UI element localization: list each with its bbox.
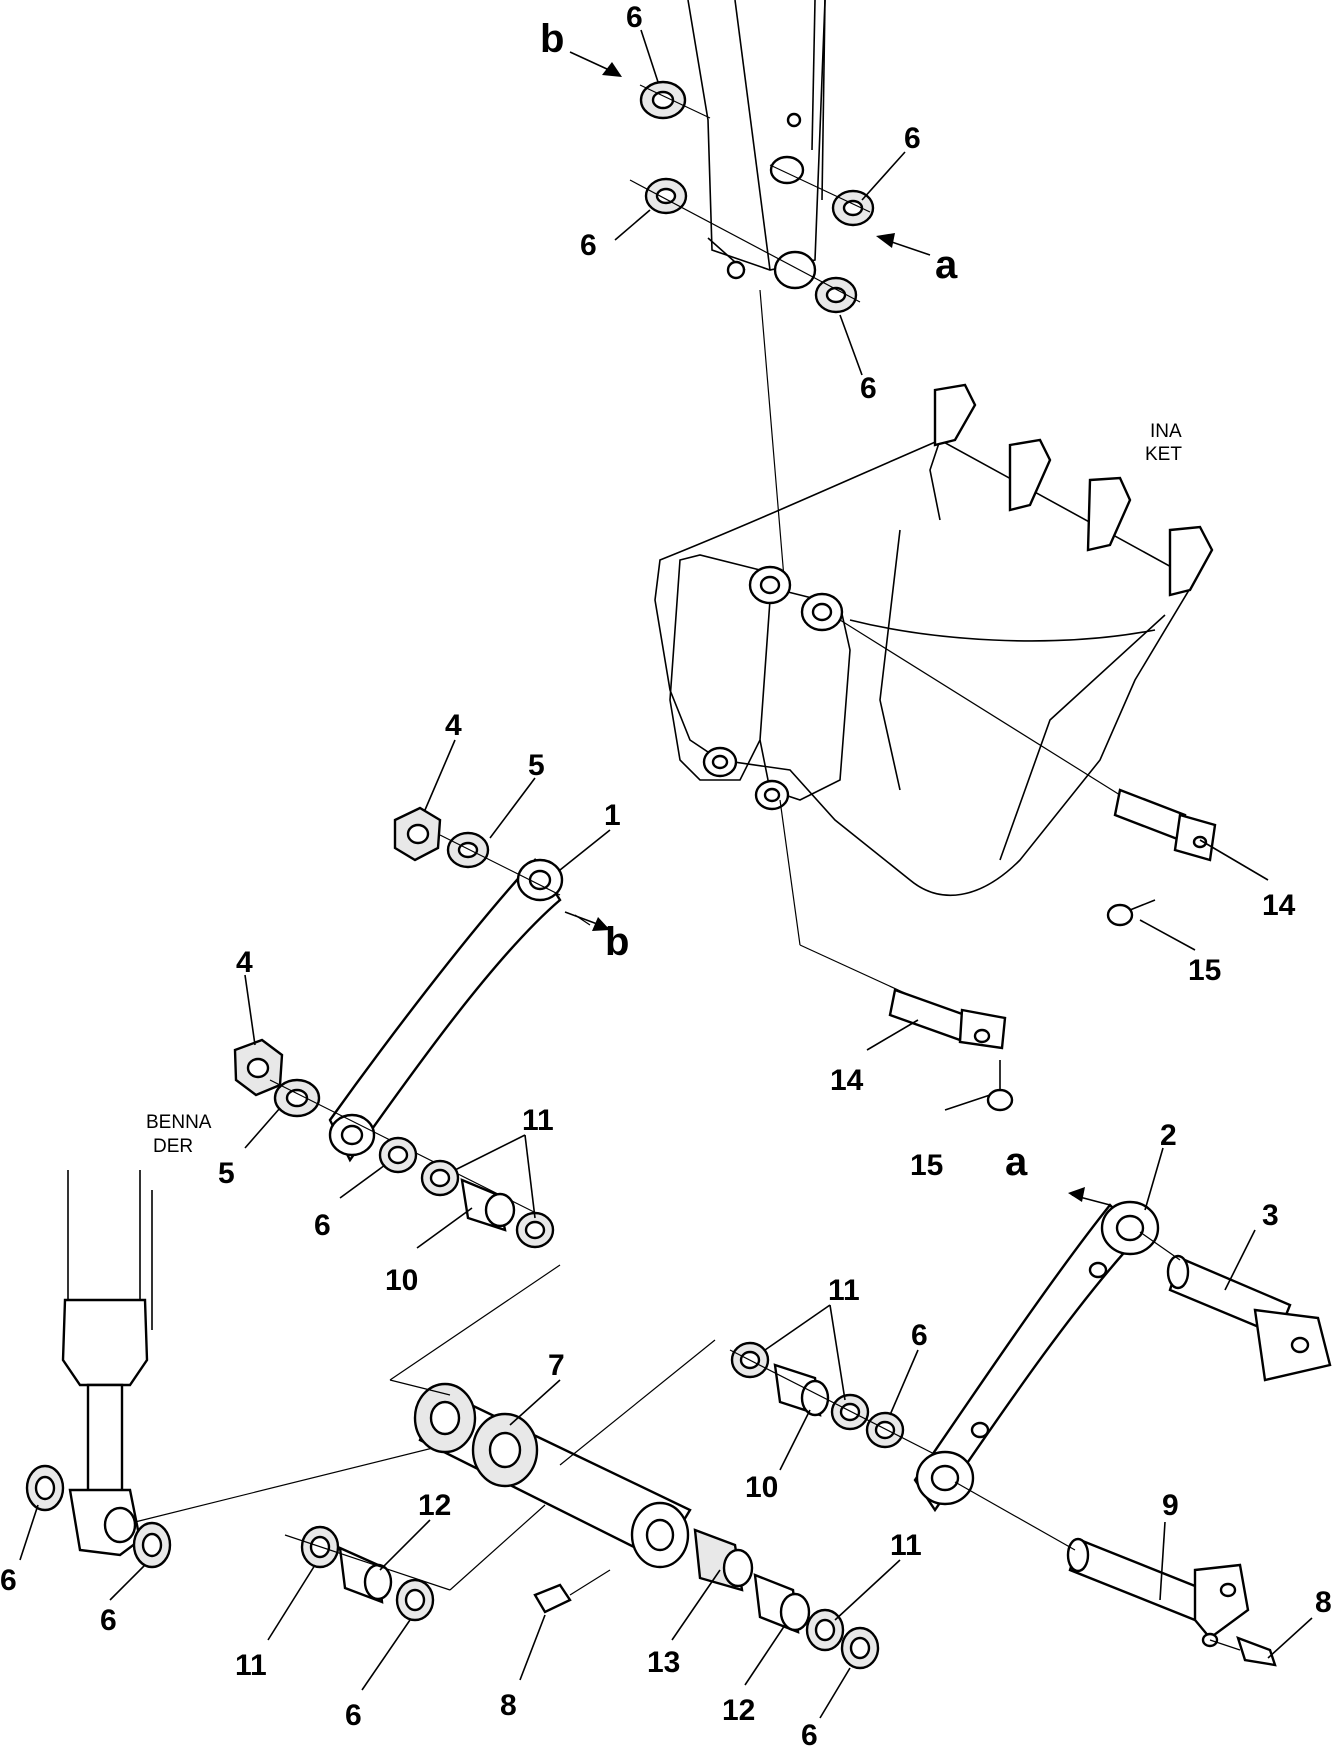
arm-stick bbox=[687, 0, 826, 290]
callout-14: 14 bbox=[830, 1064, 864, 1097]
direction-arrows bbox=[564, 51, 1111, 1206]
callout-11: 11 bbox=[890, 1529, 922, 1562]
leader-lines bbox=[19, 29, 1313, 1719]
callout-6: 6 bbox=[904, 122, 921, 155]
callout-12: 12 bbox=[722, 1694, 755, 1727]
lower-bushings-left bbox=[284, 1525, 611, 1622]
annotations: INA KET BENNA DER bbox=[146, 421, 1182, 1157]
callout-4: 4 bbox=[236, 946, 253, 979]
link-2 bbox=[913, 1200, 1160, 1513]
callout-3: 3 bbox=[1262, 1199, 1279, 1232]
callout-8: 8 bbox=[500, 1689, 517, 1722]
callout-4: 4 bbox=[445, 709, 462, 742]
reference-letter-a: a bbox=[935, 243, 958, 287]
callout-6: 6 bbox=[626, 1, 643, 34]
lower-bushings-right bbox=[693, 1528, 880, 1670]
callout-7: 7 bbox=[548, 1349, 565, 1382]
callout-6: 6 bbox=[801, 1719, 818, 1747]
callout-12: 12 bbox=[418, 1489, 451, 1522]
bucket bbox=[654, 383, 1214, 1001]
cylinder bbox=[25, 1170, 466, 1569]
bucket-note-line-2: KET bbox=[1145, 444, 1182, 465]
bucket-pins bbox=[888, 788, 1217, 1112]
callout-5: 5 bbox=[218, 1157, 235, 1190]
callout-6: 6 bbox=[911, 1319, 928, 1352]
callout-1: 1 bbox=[604, 799, 621, 832]
callout-6: 6 bbox=[345, 1699, 362, 1732]
callout-15: 15 bbox=[910, 1149, 943, 1182]
pin-9 bbox=[954, 1481, 1277, 1667]
callout-8: 8 bbox=[1315, 1586, 1332, 1619]
callout-6: 6 bbox=[100, 1604, 117, 1637]
callout-6: 6 bbox=[860, 372, 877, 405]
reference-letter-b: b bbox=[540, 17, 564, 61]
callout-11: 11 bbox=[828, 1274, 860, 1307]
callout-11: 11 bbox=[522, 1104, 554, 1137]
callout-10: 10 bbox=[385, 1264, 418, 1297]
reference-letter-a: a bbox=[1005, 1140, 1028, 1184]
cylinder-note-line-1: BENNA bbox=[146, 1112, 212, 1133]
reference-letters: b a b a bbox=[540, 17, 1028, 1184]
link-1-bushings bbox=[378, 1136, 555, 1249]
reference-letter-b: b bbox=[605, 920, 629, 964]
cross-tube-7 bbox=[389, 1264, 716, 1591]
bucket-note-line-1: INA bbox=[1150, 421, 1182, 442]
callout-5: 5 bbox=[528, 749, 545, 782]
callout-9: 9 bbox=[1162, 1489, 1179, 1522]
cylinder-note-line-2: DER bbox=[153, 1136, 193, 1157]
callout-15: 15 bbox=[1188, 954, 1221, 987]
callout-11: 11 bbox=[235, 1649, 267, 1682]
callout-10: 10 bbox=[745, 1471, 778, 1504]
arm-centerlines bbox=[629, 84, 871, 591]
right-upper-bushings bbox=[729, 1341, 951, 1463]
callout-6: 6 bbox=[580, 229, 597, 262]
pin-3 bbox=[1139, 1231, 1332, 1382]
callout-2: 2 bbox=[1160, 1119, 1177, 1152]
callout-13: 13 bbox=[647, 1646, 680, 1679]
callout-14: 14 bbox=[1262, 889, 1296, 922]
callout-6: 6 bbox=[314, 1209, 331, 1242]
nuts-washers bbox=[233, 806, 591, 1216]
callout-6: 6 bbox=[0, 1564, 17, 1597]
